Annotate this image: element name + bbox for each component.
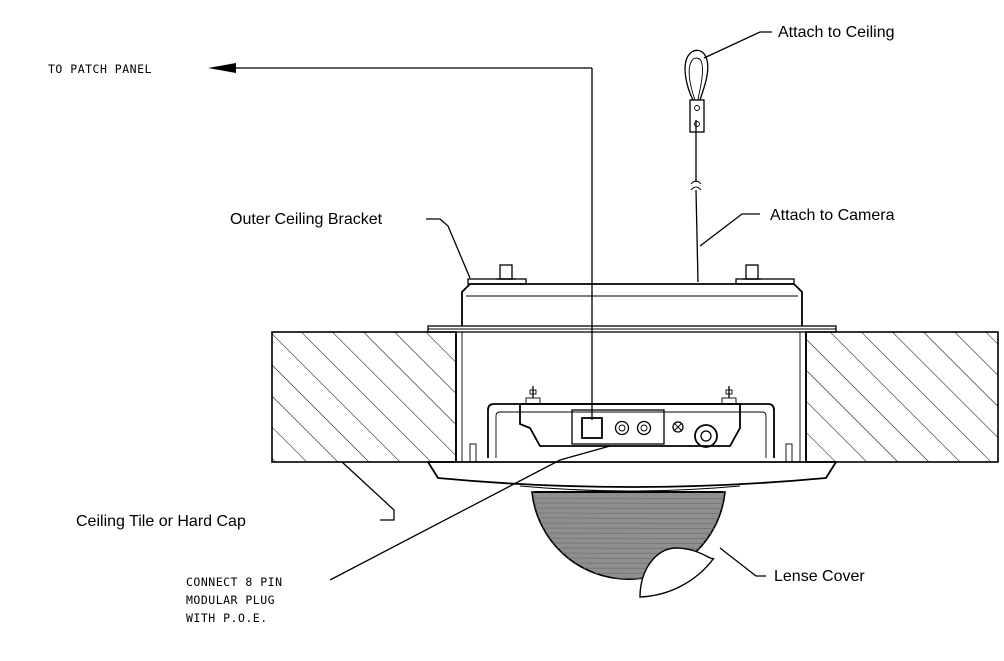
dome-shade-line: [530, 583, 728, 584]
ceiling-tile-right: [805, 331, 999, 463]
outer-ceiling-bracket: [461, 264, 803, 326]
dome-shade-line: [532, 532, 725, 534]
dome-shade-line: [532, 577, 725, 579]
patch-cable: [208, 63, 593, 420]
dome-shade-line: [532, 522, 725, 524]
dome-shade-line: [532, 497, 725, 499]
dome-shade-line: [532, 512, 725, 514]
dome-shade-line: [532, 507, 725, 509]
dome-shade-line: [532, 547, 725, 549]
dome-shade-line: [532, 542, 725, 544]
connect-plug-line-2: MODULAR PLUG: [186, 593, 275, 607]
dome-shade-line: [532, 502, 725, 504]
outer-ceiling-bracket-label: Outer Ceiling Bracket: [230, 211, 383, 228]
inner-housing: [455, 332, 807, 463]
leader-lines: [329, 31, 772, 581]
dome-shade-line: [530, 588, 728, 589]
attach-to-ceiling-label: Attach to Ceiling: [778, 24, 895, 41]
lense-cover-label: Lense Cover: [774, 568, 865, 585]
connect-plug-line-1: CONNECT 8 PIN: [186, 575, 283, 589]
to-patch-panel-label: TO PATCH PANEL: [48, 62, 152, 76]
ceiling-tile-label: Ceiling Tile or Hard Cap: [76, 513, 246, 530]
dome-shade-line: [532, 527, 725, 529]
dome-shade-line: [532, 537, 725, 539]
ceiling-tile-left: [271, 331, 457, 463]
safety-cable: [684, 49, 709, 283]
dome-lens-cover: [530, 491, 728, 598]
trim-ring: [426, 461, 838, 492]
ceiling-flange: [427, 325, 837, 333]
dome-shade-line: [532, 517, 725, 519]
connect-plug-line-3: WITH P.O.E.: [186, 611, 268, 625]
connector-module: [519, 386, 741, 448]
attach-to-camera-label: Attach to Camera: [770, 207, 895, 224]
